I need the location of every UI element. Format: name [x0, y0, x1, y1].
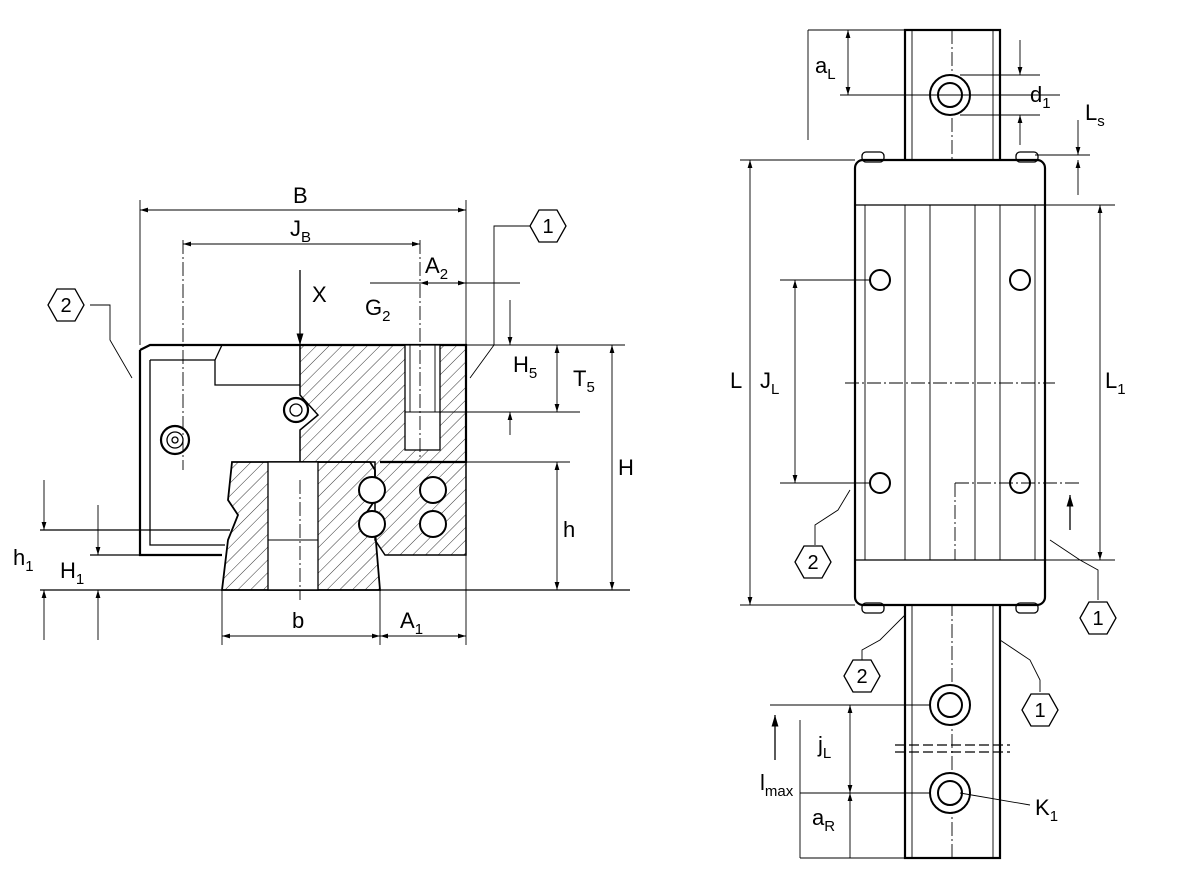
- callout-2-rail: 2: [843, 659, 881, 693]
- front-view: B JB A2 X G2 H5 T5 H h h1 H1 b A1 1 2: [13, 183, 634, 645]
- carriage: [853, 158, 1047, 607]
- view-X: X: [312, 282, 327, 307]
- lube-nipple: [159, 424, 191, 456]
- svg-text:2: 2: [60, 295, 71, 317]
- thread-G2: G2: [365, 295, 390, 325]
- rolling-balls: [358, 476, 447, 538]
- dim-JL: JL: [760, 368, 779, 398]
- svg-text:2: 2: [856, 666, 867, 688]
- callout-1-carriage: 1: [1079, 601, 1117, 635]
- callout-1-rail: 1: [1021, 693, 1059, 727]
- dim-lmax: lmax: [760, 770, 794, 800]
- dim-T5: T5: [573, 366, 595, 396]
- dim-A2: A2: [425, 253, 448, 283]
- dim-aL: aL: [815, 53, 836, 83]
- top-view: aL d1 Ls L JL L1 jL lmax aR K1 2 1 2 1: [730, 28, 1126, 860]
- svg-text:2: 2: [807, 552, 818, 574]
- dim-b: b: [292, 608, 304, 633]
- thread-hole: [404, 344, 441, 451]
- dim-H1: H1: [60, 558, 84, 588]
- svg-text:1: 1: [542, 216, 553, 238]
- dim-aR: aR: [812, 805, 835, 835]
- callout-2-carriage: 2: [794, 545, 832, 579]
- callout-1: 1: [529, 209, 567, 243]
- dim-H: H: [618, 455, 634, 480]
- dim-K1: K1: [1035, 795, 1058, 825]
- svg-text:1: 1: [1092, 608, 1103, 630]
- dim-L: L: [730, 368, 742, 393]
- dim-h: h: [563, 517, 575, 542]
- dim-Ls: Ls: [1085, 100, 1105, 130]
- dim-h1: h1: [13, 545, 34, 575]
- rail-holes: [929, 74, 971, 814]
- dim-H5: H5: [513, 352, 537, 382]
- dim-B: B: [293, 183, 308, 208]
- rail-bolt-hole: [267, 461, 319, 591]
- dim-JB: JB: [290, 216, 311, 246]
- dim-A1: A1: [400, 608, 423, 638]
- dim-L1: L1: [1105, 368, 1126, 398]
- dim-d1: d1: [1030, 82, 1051, 112]
- svg-text:1: 1: [1034, 700, 1045, 722]
- carriage-holes: [869, 269, 1031, 494]
- callout-2: 2: [47, 288, 85, 322]
- dim-jL: jL: [817, 732, 831, 762]
